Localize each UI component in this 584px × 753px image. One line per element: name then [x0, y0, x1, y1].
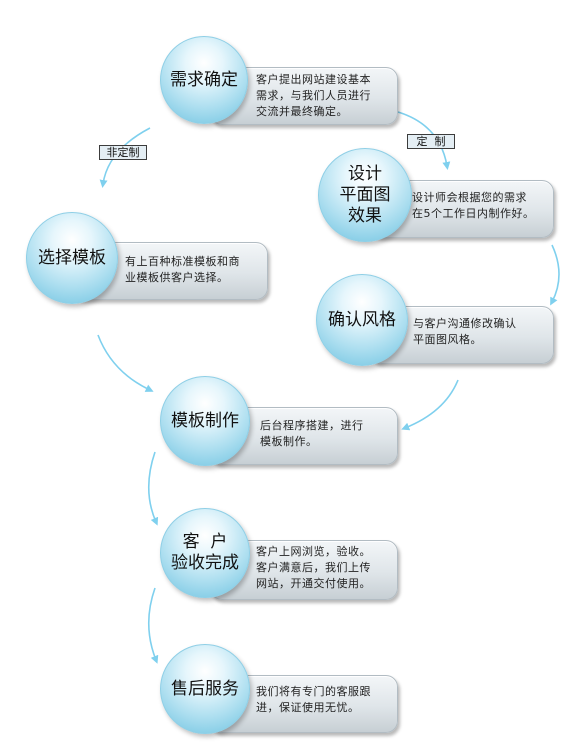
step-demand-desc: 客户提出网站建设基本 需求，与我们人员进行 交流并最终确定。 — [256, 73, 371, 118]
step-build-title: 模板制作 — [171, 410, 239, 431]
step-template-desc: 有上百种标准模板和商 业模板供客户选择。 — [125, 255, 240, 284]
arrow-demand-to-design — [397, 111, 451, 170]
arrow-design-to-confirm — [550, 244, 560, 306]
non-custom-tag: 非定制 — [99, 145, 147, 160]
step-confirm-title: 确认风格 — [328, 309, 396, 330]
arrow-confirm-to-build — [401, 379, 459, 431]
step-accept-title: 客 户 验收完成 — [171, 532, 239, 573]
step-demand-title: 需求确定 — [170, 69, 238, 90]
step-design-circle: 设计 平面图 效果 — [318, 148, 412, 242]
step-template-title: 选择模板 — [38, 247, 106, 268]
custom-tag: 定 制 — [407, 134, 455, 149]
arrow-template-to-build — [97, 334, 154, 392]
step-design-desc: 设计师会根据您的需求 在5个工作日内制作好。 — [412, 191, 535, 220]
step-template-circle: 选择模板 — [26, 212, 118, 304]
step-accept-desc: 客户上网浏览，验收。 客户满意后，我们上传 网站，开通交付使用。 — [256, 545, 371, 590]
step-build-desc: 后台程序搭建，进行 模板制作。 — [260, 419, 364, 448]
arrow-accept-to-service — [147, 587, 159, 664]
step-confirm-circle: 确认风格 — [316, 274, 408, 366]
step-service-circle: 售后服务 — [160, 644, 250, 734]
step-accept-circle: 客 户 验收完成 — [160, 508, 250, 598]
step-confirm-desc: 与客户沟通修改确认 平面图风格。 — [413, 317, 517, 346]
arrow-build-to-accept — [147, 451, 159, 526]
step-service-title: 售后服务 — [171, 678, 239, 699]
step-design-title: 设计 平面图 效果 — [339, 163, 391, 226]
step-build-circle: 模板制作 — [160, 376, 250, 466]
step-demand-circle: 需求确定 — [160, 36, 248, 124]
step-service-desc: 我们将有专门的客服跟 进，保证使用无忧。 — [256, 685, 371, 714]
